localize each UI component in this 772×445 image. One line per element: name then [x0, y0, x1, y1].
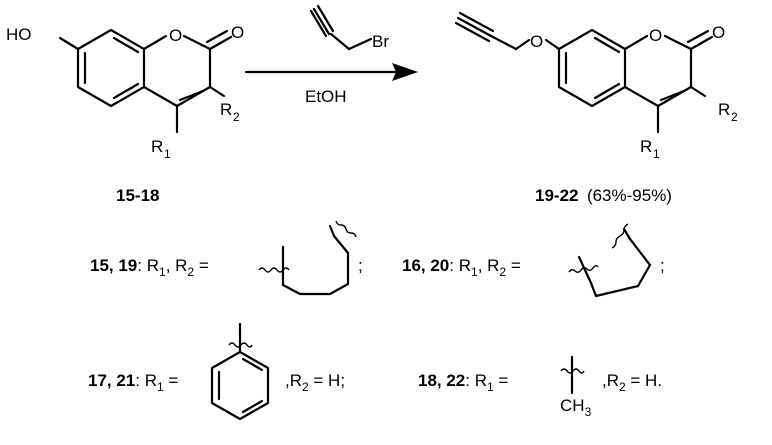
definition-17-21-compounds: 17, 21 [88, 371, 135, 390]
reactant-r1-symbol: R [151, 137, 163, 156]
product-label-line: 19-22 (63%-95%) [535, 186, 672, 205]
definition-18-22-compounds: 18, 22 [418, 371, 465, 390]
reactant-r2-symbol: R [220, 100, 232, 119]
fused-cyclopentane-substituent [568, 223, 652, 298]
hydroxyl-group: HO [6, 25, 32, 44]
definition-18-22: 18, 22: R1 = [418, 371, 508, 394]
methyl-substituent [560, 355, 585, 395]
product-structure [454, 11, 714, 134]
reactant-carbonyl-oxygen: O [231, 23, 244, 42]
definition-15-19-compounds: 15, 19 [90, 256, 137, 275]
bromine-atom: Br [372, 32, 389, 51]
propargyl-bromide-structure [309, 4, 373, 51]
reactant-r1-index: 1 [164, 147, 171, 161]
reactant-label: 15-18 [116, 186, 159, 205]
methyl-group: CH3 [560, 396, 592, 419]
solvent-label: EtOH [305, 87, 347, 106]
product-r1-symbol: R [640, 137, 652, 156]
phenyl-substituent [210, 322, 270, 421]
product-r1-index: 1 [653, 147, 660, 161]
product-r2-symbol: R [718, 100, 730, 119]
definition-15-19-semicolon: ; [358, 256, 363, 275]
definition-17-21: 17, 21: R1 = [88, 371, 178, 394]
product-ether-oxygen: O [530, 32, 543, 51]
product-r2-index: 2 [731, 110, 738, 124]
definition-18-22-r2: ,R2 = H. [602, 371, 662, 394]
product-yield: (63%-95%) [587, 186, 672, 205]
reactant-ring-oxygen: O [169, 26, 182, 45]
definition-16-20-semicolon: ; [660, 256, 665, 275]
definition-15-19: 15, 19: R1, R2 = [90, 256, 209, 279]
product-ring-oxygen: O [649, 26, 662, 45]
reaction-arrow [244, 63, 418, 81]
fused-cyclohexane-substituent [258, 220, 357, 296]
definition-16-20-compounds: 16, 20 [402, 256, 449, 275]
reactant-r2-index: 2 [233, 110, 240, 124]
product-label: 19-22 [535, 186, 578, 205]
definition-16-20: 16, 20: R1, R2 = [402, 256, 521, 279]
definition-17-21-r2: ,R2 = H; [285, 371, 345, 394]
reactant-structure [58, 28, 233, 134]
product-carbonyl-oxygen: O [712, 23, 725, 42]
